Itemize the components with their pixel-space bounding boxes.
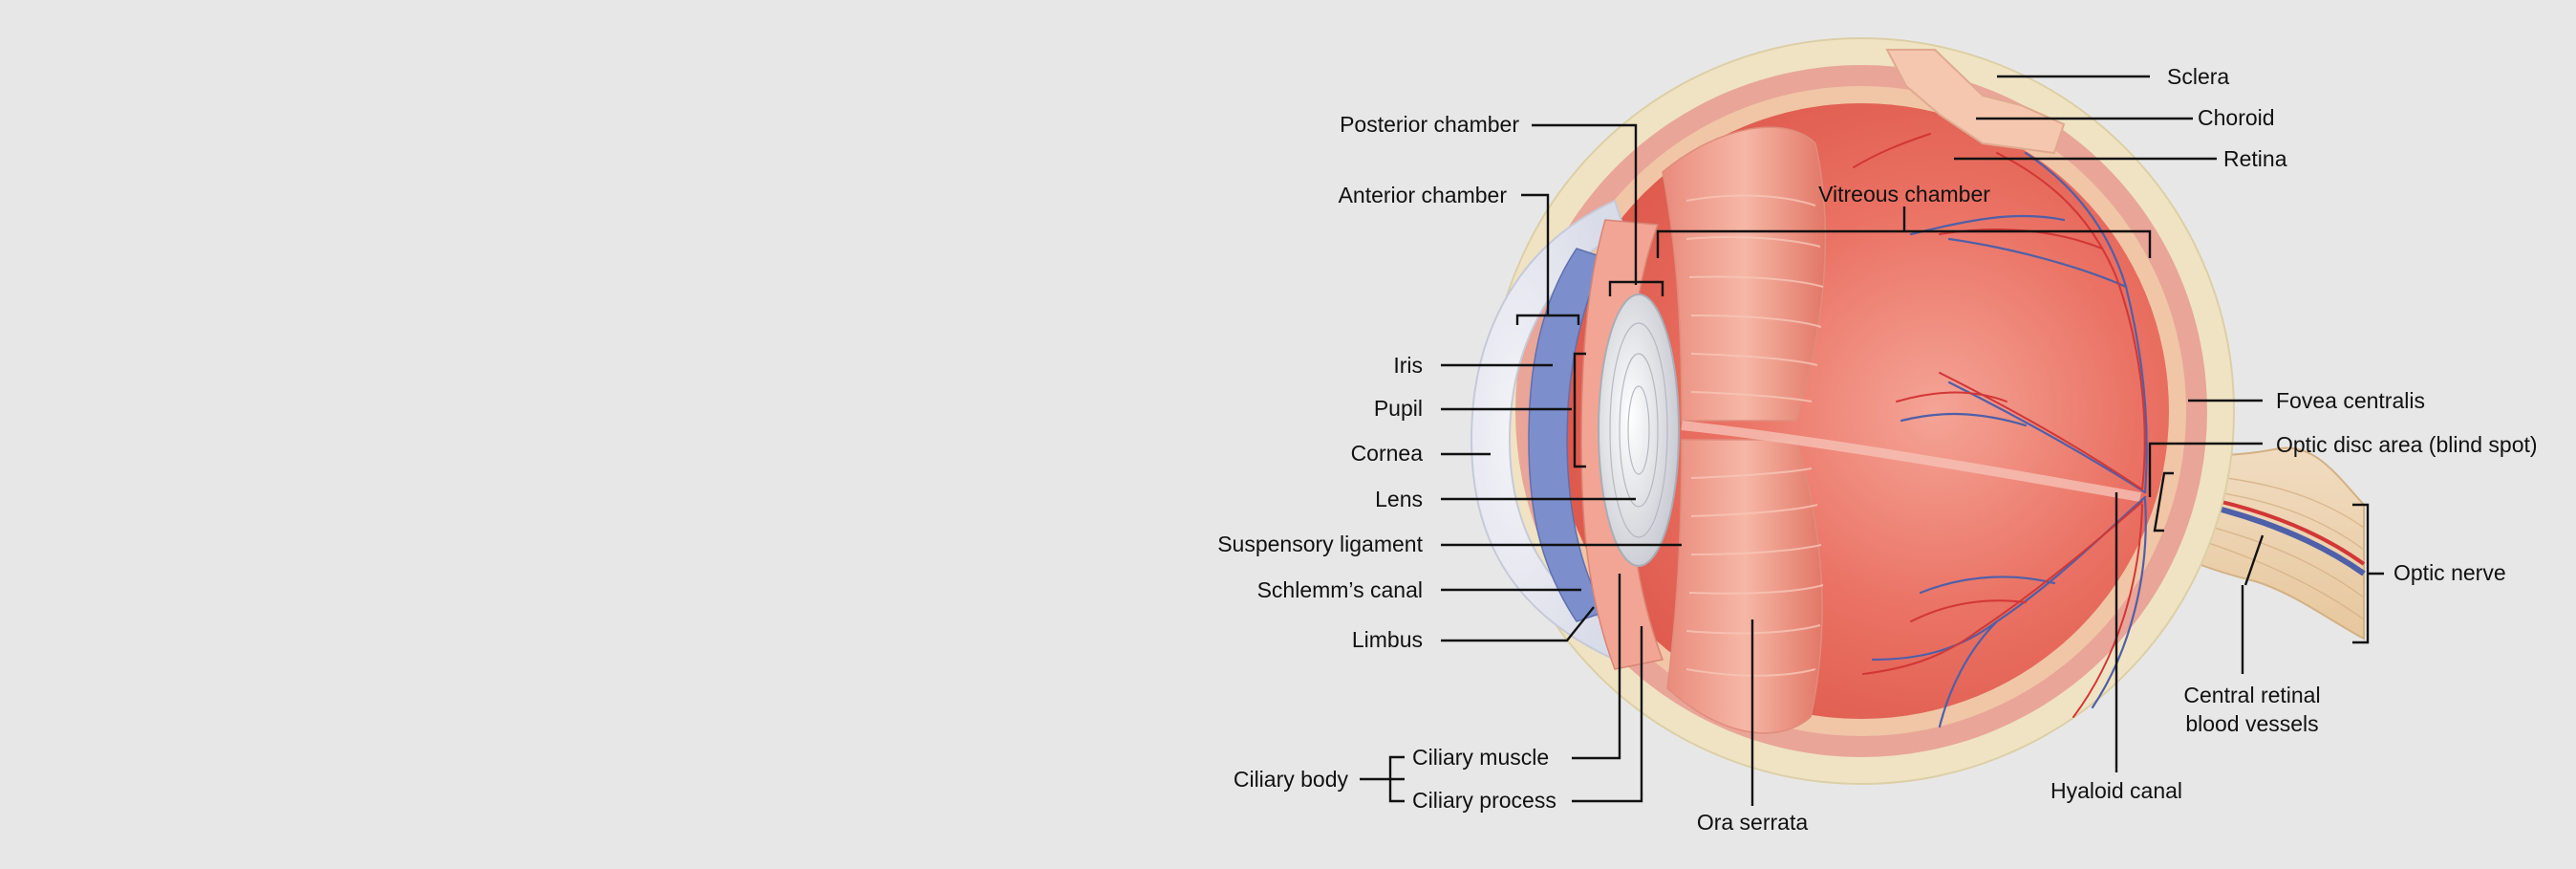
label-central-retinal-2: blood vessels xyxy=(2185,711,2318,736)
leader-ciliary-process xyxy=(1572,626,1643,803)
label-posterior-chamber: Posterior chamber xyxy=(1340,112,1519,137)
label-pupil: Pupil xyxy=(1374,396,1423,421)
leader-anterior-chamber xyxy=(1521,193,1550,315)
label-choroid: Choroid xyxy=(2198,105,2275,130)
iris-shape xyxy=(1528,248,1607,622)
leader-optic-disc xyxy=(2148,442,2263,497)
label-limbus: Limbus xyxy=(1352,627,1423,652)
leader-ciliary-muscle xyxy=(1572,574,1621,760)
ciliary-processes-lower xyxy=(1666,439,1823,734)
label-ciliary-body: Ciliary body xyxy=(1234,767,1349,792)
label-ciliary-process: Ciliary process xyxy=(1412,788,1556,813)
leader-lines xyxy=(1360,75,2384,806)
eye-illustration xyxy=(1470,37,2366,785)
bracket-posterior-chamber xyxy=(1608,280,1664,296)
label-retina: Retina xyxy=(2223,146,2287,171)
label-lens: Lens xyxy=(1375,487,1423,511)
label-text: Sclera Choroid Retina Posterior chamber … xyxy=(1217,64,2537,835)
bracket-ciliary-body xyxy=(1360,755,1405,803)
label-fovea-centralis: Fovea centralis xyxy=(2276,388,2425,413)
label-optic-disc: Optic disc area (blind spot) xyxy=(2276,432,2538,457)
bracket-iris-pupil xyxy=(1573,352,1586,468)
label-iris: Iris xyxy=(1393,353,1423,378)
ciliary-fold-lines xyxy=(1685,194,1824,677)
label-suspensory-ligament: Suspensory ligament xyxy=(1217,532,1423,556)
bracket-anterior-chamber xyxy=(1515,314,1580,325)
bracket-vitreous-chamber xyxy=(1656,206,2152,258)
layer-cutaway xyxy=(1885,49,2066,155)
leader-posterior-chamber xyxy=(1532,123,1638,285)
label-vitreous-chamber: Vitreous chamber xyxy=(1818,182,1990,206)
label-optic-nerve: Optic nerve xyxy=(2394,560,2506,585)
label-schlemms-canal: Schlemm’s canal xyxy=(1257,577,1423,602)
label-hyaloid-canal: Hyaloid canal xyxy=(2050,778,2182,803)
ciliary-processes-upper xyxy=(1662,126,1827,422)
leader-central-retinal-vessels xyxy=(2241,534,2265,674)
label-ora-serrata: Ora serrata xyxy=(1697,810,1809,835)
label-anterior-chamber: Anterior chamber xyxy=(1339,183,1508,207)
leader-limbus xyxy=(1441,606,1595,642)
bracket-optic-disc xyxy=(2153,471,2174,532)
label-cornea: Cornea xyxy=(1351,441,1424,466)
label-central-retinal-1: Central retinal xyxy=(2183,683,2320,707)
label-sclera: Sclera xyxy=(2167,64,2229,89)
bracket-optic-nerve xyxy=(2352,503,2384,644)
label-ciliary-muscle: Ciliary muscle xyxy=(1412,745,1549,770)
hyaloid-canal-shape xyxy=(1681,421,2141,502)
lens-rings xyxy=(1609,322,1668,538)
